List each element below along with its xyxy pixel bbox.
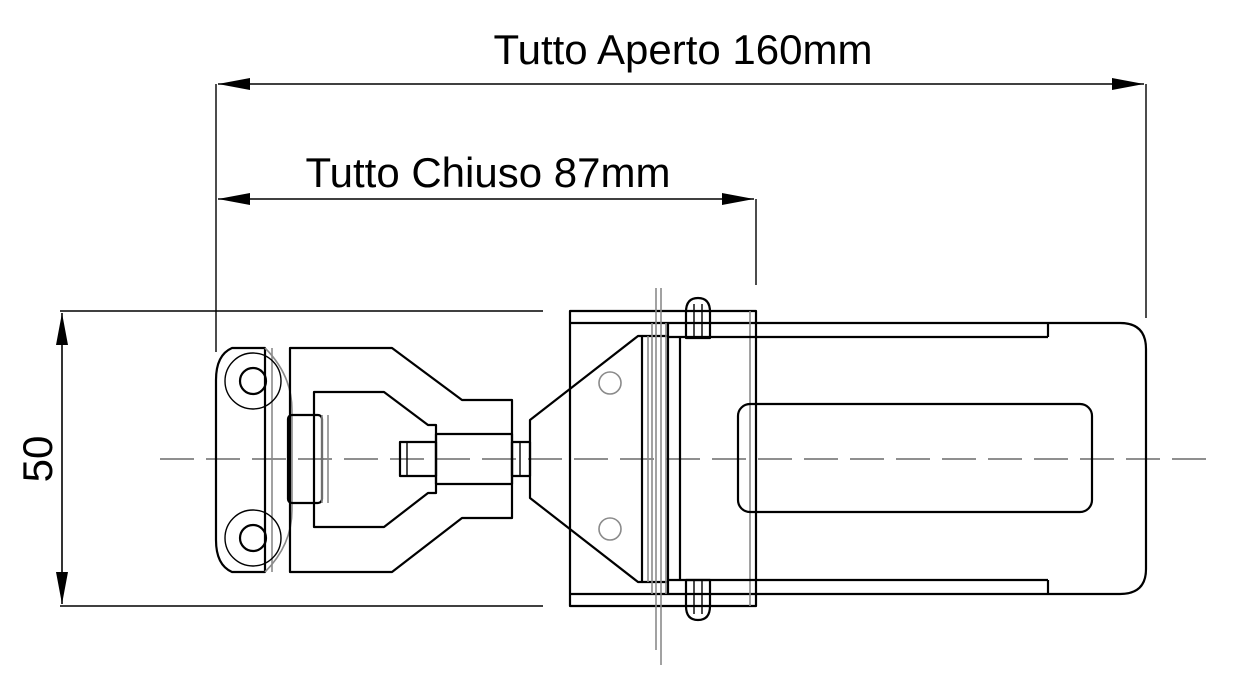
hinge-pin-bottom — [684, 578, 712, 622]
mounting-base-plate — [214, 346, 293, 574]
rivet-top — [598, 371, 622, 395]
threaded-rod — [398, 432, 532, 486]
lever-handle — [668, 321, 1148, 596]
screw-hole-bottom — [238, 523, 268, 553]
lever-slot — [736, 402, 1094, 514]
rivet-bottom — [598, 517, 622, 541]
closed-length-label: Tutto Chiuso 87mm — [306, 149, 671, 196]
open-length-dimension: Tutto Aperto 160mm — [215, 26, 1147, 352]
height-label: 50 — [14, 436, 61, 483]
screw-hole-top — [238, 366, 268, 396]
lever-housing — [568, 288, 758, 665]
open-length-label: Tutto Aperto 160mm — [494, 26, 873, 73]
hook-body — [286, 346, 514, 574]
closed-length-dimension: Tutto Chiuso 87mm — [218, 149, 757, 285]
hinge-pin-top — [684, 296, 712, 340]
height-dimension: 50 — [14, 310, 543, 607]
